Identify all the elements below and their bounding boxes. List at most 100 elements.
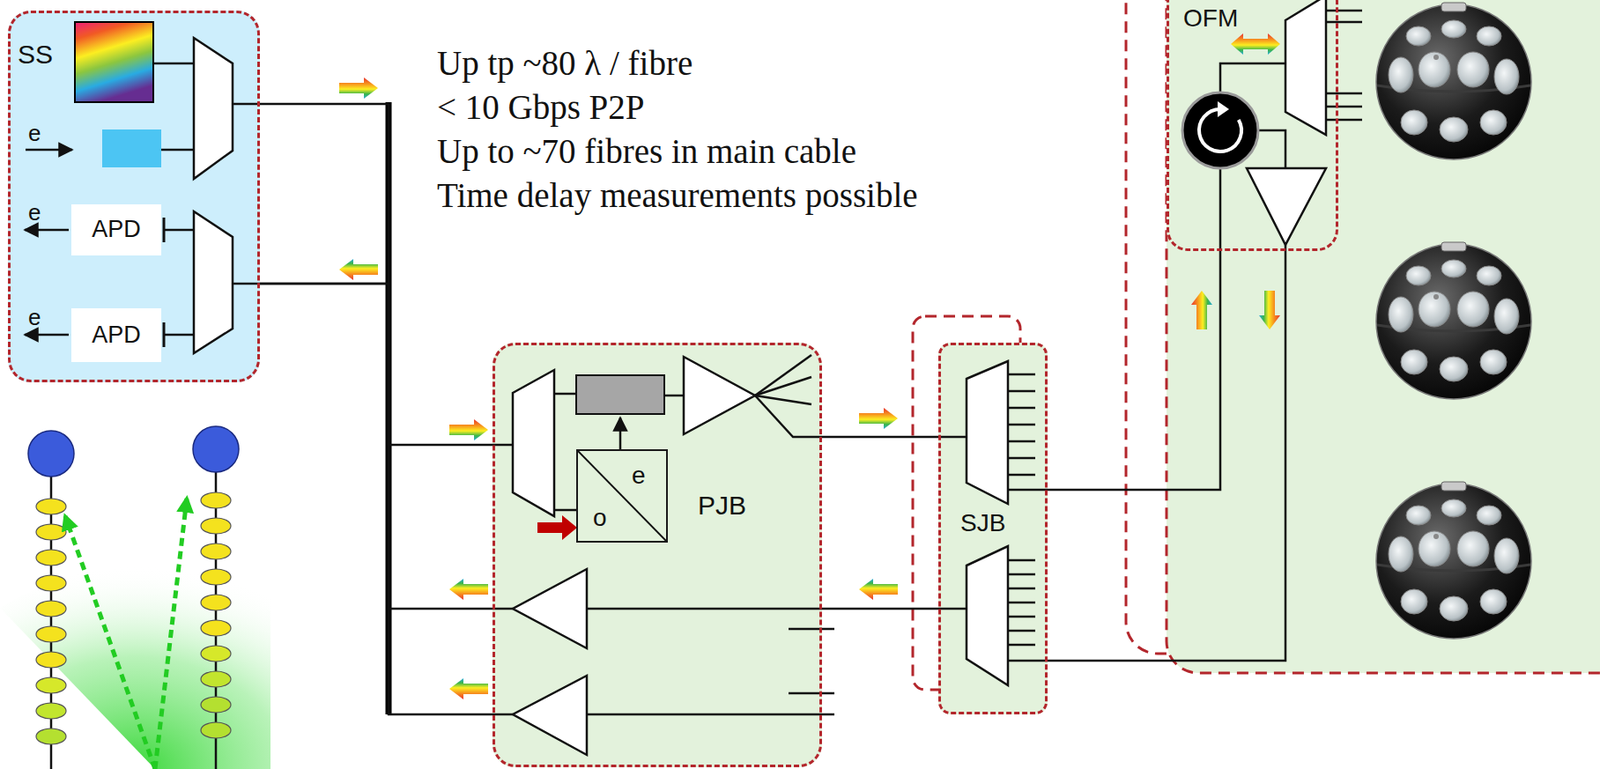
box-fill (71, 308, 162, 363)
wavelength-arrow (449, 678, 489, 700)
detector-strings-illustration (36, 703, 67, 719)
module-region (1166, 0, 1600, 674)
secondary-junction-parts (1007, 488, 1048, 492)
box-label: SJB (958, 509, 1008, 538)
circulator-symbol (1182, 92, 1259, 169)
detector-strings-illustration (36, 498, 67, 515)
fibre-link (259, 283, 493, 715)
fibre-link (1047, 251, 1221, 490)
primary-junction-parts (586, 713, 835, 717)
primary-junction-parts (512, 370, 555, 517)
detector-strings-illustration (36, 728, 67, 745)
module-region (1125, 0, 1600, 674)
shore-station-parts (24, 229, 69, 232)
optical-module-sphere (1376, 242, 1532, 400)
box-fill (7, 10, 260, 383)
primary-junction-parts (492, 607, 513, 611)
primary-junction-parts (512, 569, 587, 649)
optical-module-parts (1219, 168, 1223, 252)
wavelength-arrow (449, 419, 489, 441)
primary-junction-parts (577, 451, 667, 541)
detector-strings-illustration (36, 600, 67, 617)
wavelength-arrow (449, 578, 489, 600)
junction-box: PJB eo (492, 342, 823, 768)
primary-junction-parts (788, 692, 835, 696)
box-fill (938, 342, 1048, 715)
optical-module-parts (1325, 9, 1363, 13)
secondary-junction-parts (938, 436, 967, 439)
converter-box: eo (576, 449, 668, 543)
shore-station-parts (163, 229, 194, 232)
fibre-link (822, 607, 939, 611)
primary-junction-parts (492, 713, 513, 717)
detector-strings-illustration (200, 594, 231, 611)
annotation-text: < 10 Gbps P2P (437, 87, 645, 129)
secondary-junction-parts (938, 607, 967, 611)
shore-station-parts (193, 211, 233, 354)
detector-box: APD (71, 308, 162, 363)
optical-module-sphere (1376, 481, 1532, 639)
box-fill (71, 204, 162, 256)
wavelength-arrow (339, 259, 378, 281)
detector-strings-illustration (200, 671, 231, 688)
connector-group (259, 103, 1286, 715)
optical-module-parts (1246, 168, 1326, 245)
detector-strings-illustration (192, 426, 239, 473)
primary-junction-parts (755, 355, 812, 396)
wavelength-arrow (339, 77, 378, 99)
shore-station-box: SS APD APD (7, 10, 260, 383)
primary-junction-parts (755, 377, 812, 396)
primary-junction-parts (554, 509, 577, 512)
secondary-junction-parts (1007, 644, 1036, 647)
shore-station-parts (162, 217, 166, 243)
annotation-text: Time delay measurements possible (437, 175, 919, 217)
secondary-junction-parts (1007, 659, 1048, 663)
detector-strings-illustration (200, 569, 231, 586)
wavelength-arrow (339, 33, 1281, 700)
box-label: APD (91, 215, 141, 244)
secondary-junction-parts (1007, 440, 1036, 444)
box-label: SS (17, 39, 53, 71)
secondary-junction-parts (966, 361, 1008, 504)
optical-module-parts (1258, 130, 1286, 169)
optical-module-parts (1325, 21, 1363, 24)
primary-junction-parts (492, 355, 835, 756)
optical-module-sphere (1376, 2, 1532, 639)
secondary-junction-parts (1007, 601, 1036, 605)
fibre-link (259, 283, 493, 609)
box-label: o (592, 503, 608, 533)
primary-junction-parts (576, 375, 665, 415)
shore-station-parts (162, 322, 166, 348)
detector-strings-illustration (36, 677, 67, 694)
shore-station-parts (153, 62, 194, 66)
optical-module-parts (1325, 105, 1363, 109)
detector-strings-illustration (65, 516, 156, 769)
detector-box: APD (71, 204, 162, 256)
wavelength-arrow (859, 578, 898, 600)
optical-module-parts (1325, 92, 1363, 96)
detector-strings-illustration (200, 518, 231, 534)
primary-junction-parts (788, 628, 835, 631)
annotation-text: Up tp ~80 λ / fibre (437, 43, 693, 85)
secondary-junction-parts (1007, 457, 1036, 460)
circulator-symbol (1182, 92, 1259, 169)
detector-strings-illustration (0, 426, 271, 769)
detector-strings-illustration (0, 565, 271, 769)
box-label: OFM (1183, 4, 1238, 33)
circulator-symbol (1199, 109, 1242, 152)
annotation-text: Up to ~70 fibres in main cable (437, 131, 857, 173)
detector-strings-illustration (36, 626, 67, 643)
primary-junction-parts (619, 417, 623, 450)
optical-module-parts (1220, 63, 1286, 93)
shore-station-parts (232, 103, 260, 106)
detector-strings-illustration (36, 651, 67, 668)
box-label: PJB (697, 490, 747, 522)
primary-junction-parts (664, 394, 684, 398)
optical-module-parts (1325, 118, 1363, 122)
secondary-junction-parts (938, 361, 1048, 686)
optical-module-parts (1285, 0, 1326, 135)
junction-box: SJB (938, 342, 1048, 715)
primary-junction-parts (755, 395, 823, 438)
